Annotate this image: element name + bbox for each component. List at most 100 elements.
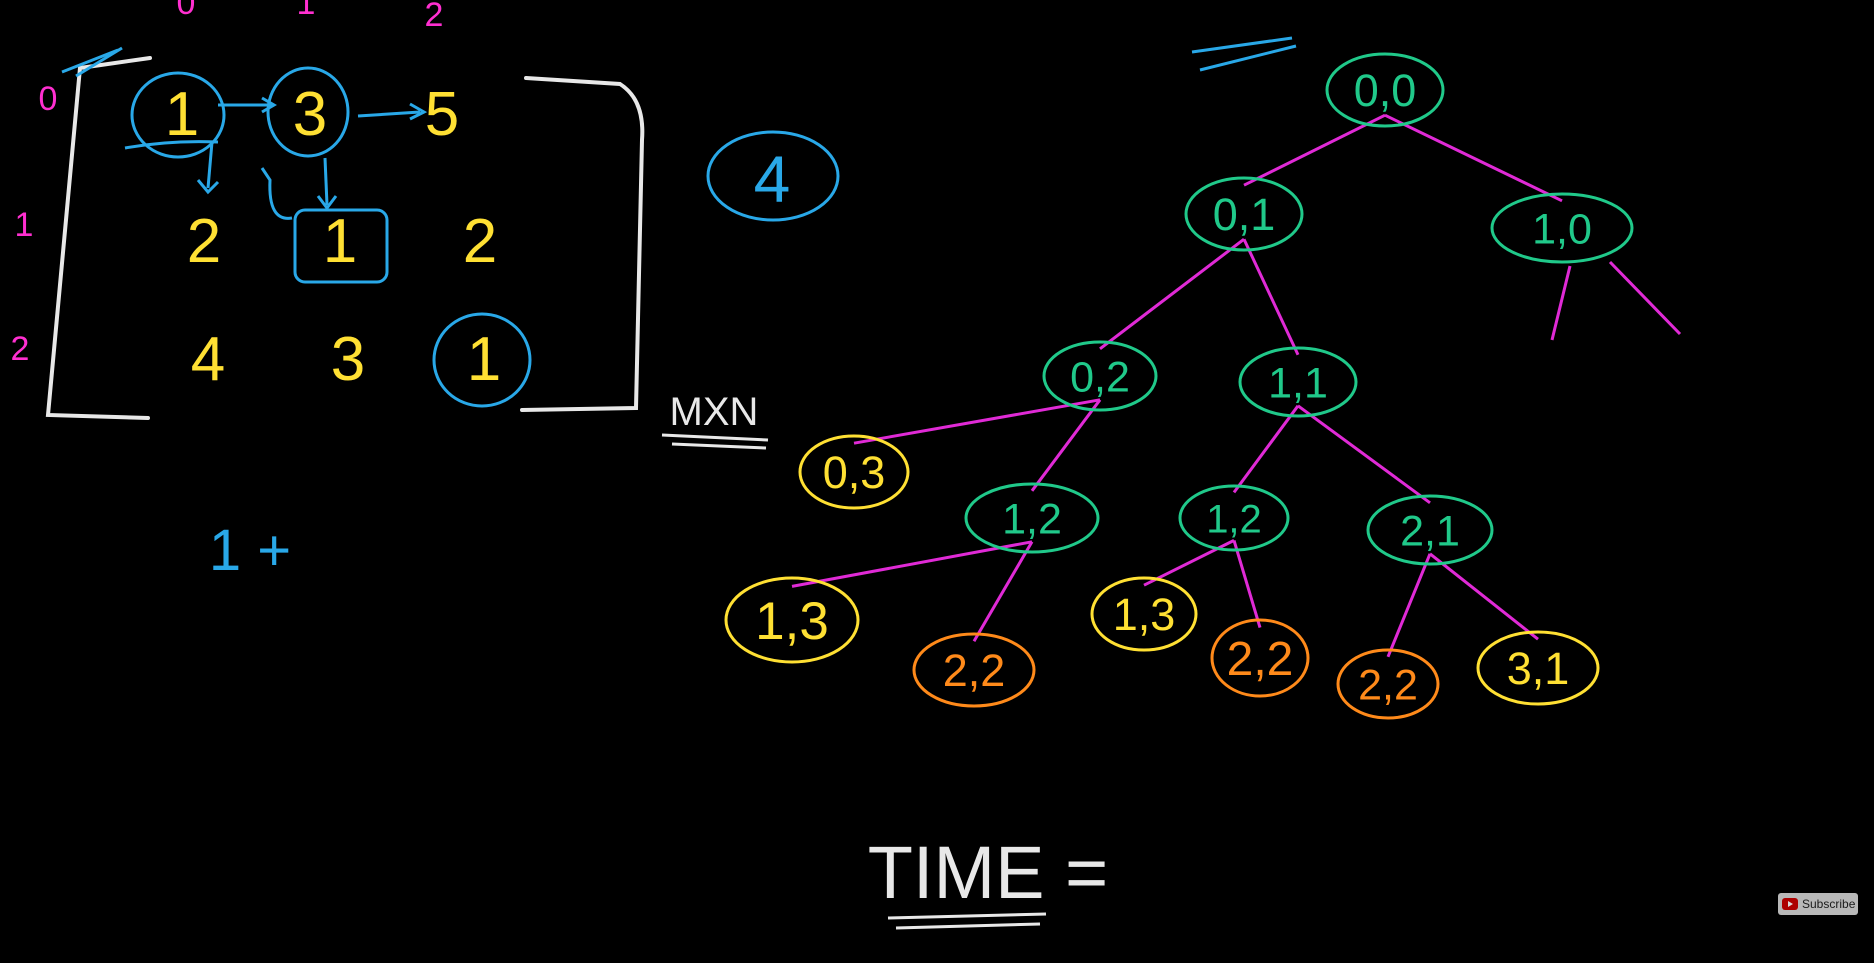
tree-node-outline [912,632,1036,708]
tree-edge-n11-n12b [1232,404,1300,494]
tree-node-outline [964,482,1100,554]
path-sum-value: 4 [754,142,791,216]
tree-node-label: 1,0 [1532,205,1592,253]
dimension-underline [661,433,769,450]
tree-node-outline [1178,484,1290,552]
time-underline [887,912,1047,930]
subscribe-button[interactable]: Subscribe [1778,893,1858,915]
tree-node-n10: 1,0 [1490,192,1634,264]
tree-node-n01: 0,1 [1184,176,1304,252]
tree-edge-n02-n03 [853,398,1101,445]
cell-1-1: 1 [323,207,357,276]
tree-edge-n21-n22c [1386,553,1432,658]
cell-1-2: 2 [463,207,497,276]
tree-edge-n12a-n22a [972,541,1034,642]
row-index-1: 1 [15,206,34,244]
tree-node-label: 1,1 [1268,359,1328,407]
column-index-0: 0 [177,0,196,22]
cell-2-0: 4 [191,325,225,394]
tree-edge-n02-n12a [1030,398,1102,492]
tree-node-outline [1476,630,1600,706]
tree-node-label: 2,2 [1227,633,1294,686]
cell-0-1: 3 [293,80,327,149]
tree-node-label: 1,3 [1113,589,1176,640]
tree-scribble [1191,36,1297,72]
tree-node-outline [724,576,860,664]
right-bracket [520,76,645,412]
tree-node-label: 1,2 [1002,495,1062,543]
tree-node-label: 1,2 [1206,497,1262,541]
cell-2-2: 1 [467,325,501,394]
bracket-scribble [61,46,123,78]
path-sum-circle [706,130,840,222]
tree-edge-n12b-n22b [1232,539,1262,629]
tree-edge-n01-n11 [1242,238,1300,356]
tree-edge-n00-n10 [1384,113,1563,203]
path-highlights [124,66,532,408]
arrow-right-2 [357,110,421,118]
path-sum: 4 [706,130,840,222]
left-bracket [45,56,152,420]
tree-node-outline [1238,346,1358,418]
tree-node-outline [1366,494,1494,566]
highlight-circle-0-0 [130,71,226,159]
cell-1-0: 2 [187,207,221,276]
tree-node-n22b: 2,2 [1210,618,1310,698]
tree-nodes: 0,0 0,1 1,0 0,2 1,1 0,3 1,2 1,2 2,1 1,3 2,2 1,3 2,2 2… [724,52,1634,720]
recursion-tree: 0,0 0,1 1,0 0,2 1,1 0,3 1,2 1,2 2,1 1,3 2,2 1,3 2,2 2… [724,36,1682,720]
tree-node-label: 2,1 [1400,507,1460,555]
tree-node-n13a: 1,3 [724,576,860,664]
highlight-circle-0-1 [266,66,350,158]
tree-edge-n11-n21 [1297,404,1431,505]
column-index-2: 2 [425,0,444,34]
underline-mark [124,140,219,150]
tree-node-label: 0,3 [823,447,886,498]
tree-node-outline [1042,340,1158,412]
column-indices: 0 1 2 [177,0,444,34]
subscribe-label: Subscribe [1802,897,1856,911]
tree-edge-n21-n31 [1429,552,1539,641]
highlight-circle-2-2 [432,312,532,408]
arrow-back [260,167,293,220]
tree-node-label: 1,3 [755,592,829,651]
dimension-label: MXN [661,390,769,450]
tree-edge-n12a-n13a [791,540,1033,588]
tree-node-label: 0,2 [1070,353,1130,401]
partial-sum: 1 + [209,518,291,583]
tree-node-outline [1184,176,1304,252]
tree-node-label: 0,1 [1213,189,1276,240]
cell-0-0: 1 [165,80,199,149]
arrow-down-1 [206,141,214,189]
tree-node-n31: 3,1 [1476,630,1600,706]
time-label-group: TIME = [868,831,1109,930]
youtube-icon [1782,898,1798,910]
tree-node-outline [798,434,910,510]
tree-node-outline [1090,576,1198,652]
tree-node-label: 2,2 [1358,661,1418,709]
tree-edge-n00-n01 [1243,113,1386,187]
arrow-down-2 [323,157,329,206]
tree-node-n02: 0,2 [1042,340,1158,412]
time-label: TIME = [868,831,1109,914]
cell-2-1: 3 [331,325,365,394]
tree-node-n11: 1,1 [1238,346,1358,418]
tree-node-outline [1210,618,1310,698]
tree-node-label: 0,0 [1354,65,1417,116]
tree-edge-pending [1550,260,1682,341]
matrix-brackets [45,56,645,420]
tree-node-label: 2,2 [943,645,1006,696]
tree-node-n13b: 1,3 [1090,576,1198,652]
tree-node-label: 3,1 [1507,643,1570,694]
row-index-2: 2 [11,330,30,368]
tree-node-n03: 0,3 [798,434,910,510]
tree-node-outline [1325,52,1445,128]
tree-node-n22c: 2,2 [1336,648,1440,720]
cell-0-2: 5 [425,80,459,149]
tree-node-n21: 2,1 [1366,494,1494,566]
tree-edge-n01-n02 [1099,238,1245,350]
row-indices: 0 1 2 [11,80,58,368]
matrix-values: 1 3 5 2 1 2 4 3 1 [165,80,501,394]
highlight-box-1-1 [293,208,389,284]
